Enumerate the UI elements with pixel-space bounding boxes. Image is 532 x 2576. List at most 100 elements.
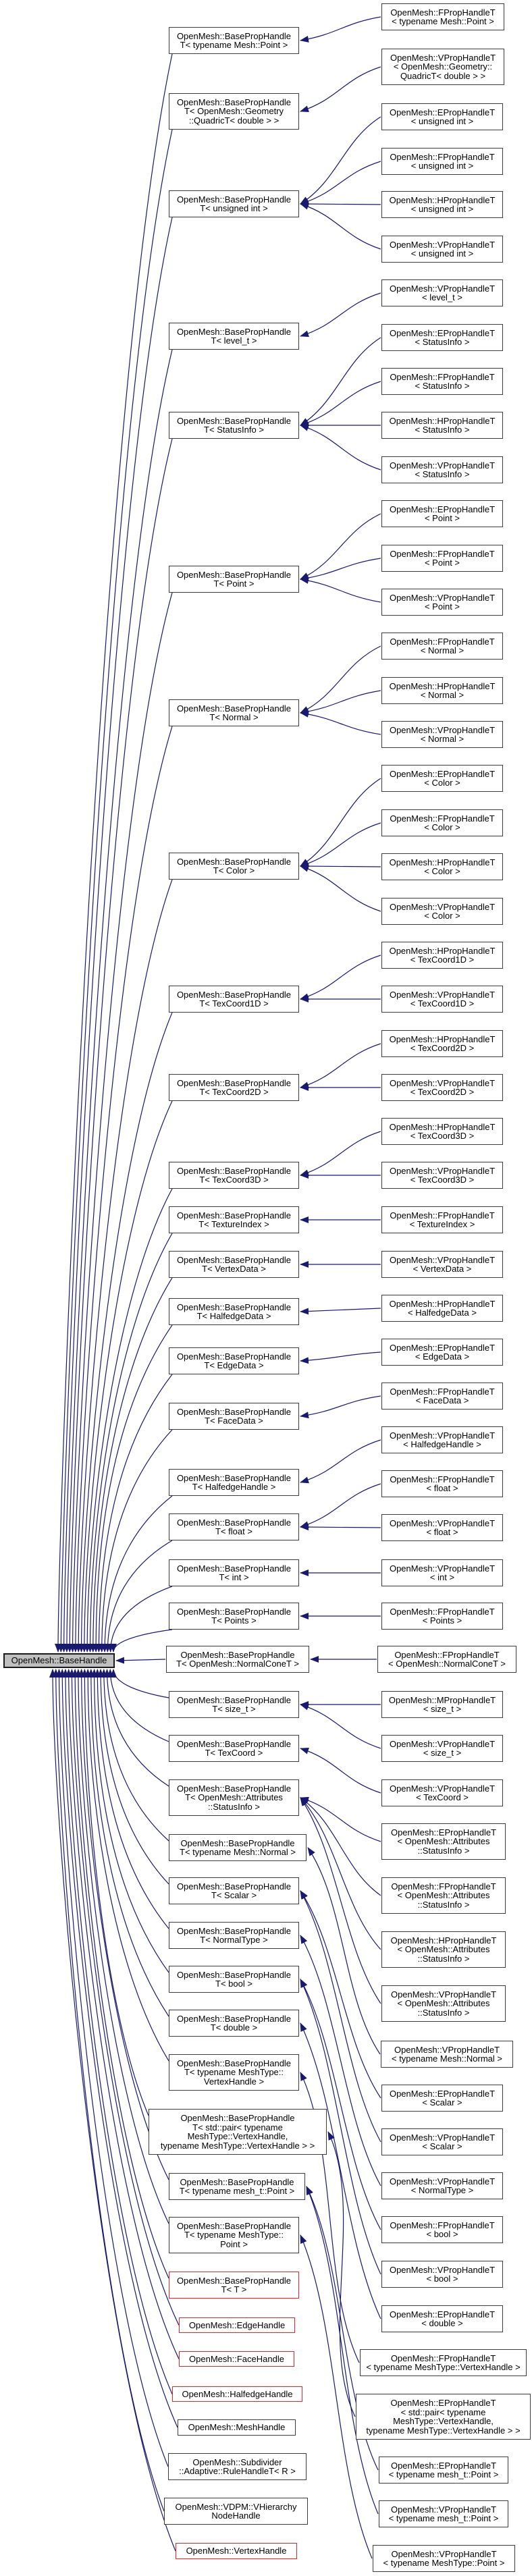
class-label-line: ::StatusInfo > [417, 1899, 470, 1910]
class-node[interactable]: OpenMesh::HalfedgeHandle [172, 2386, 302, 2402]
class-node[interactable]: OpenMesh::FPropHandleT< typename MeshTyp… [360, 2349, 527, 2376]
class-node[interactable]: OpenMesh::VPropHandleT< Point > [381, 589, 503, 616]
class-node[interactable]: OpenMesh::EPropHandleT< std::pair< typen… [356, 2394, 531, 2440]
class-node[interactable]: OpenMesh::EPropHandleT< StatusInfo > [381, 324, 503, 351]
class-node[interactable]: OpenMesh::VPropHandleT< VertexData > [381, 1251, 503, 1278]
class-node[interactable]: OpenMesh::HPropHandleT< Color > [381, 853, 503, 880]
class-node[interactable]: OpenMesh::VPropHandleT< OpenMesh::Geomet… [381, 49, 504, 85]
class-node[interactable]: OpenMesh::HPropHandleT< OpenMesh::Attrib… [381, 1931, 506, 1968]
class-node[interactable]: OpenMesh::Subdivider::Adaptive::RuleHand… [168, 2453, 307, 2480]
class-node[interactable]: OpenMesh::VPropHandleT< TexCoord3D > [381, 1162, 503, 1189]
class-node[interactable]: OpenMesh::VPropHandleT< int > [381, 1559, 503, 1586]
class-node[interactable]: OpenMesh::FPropHandleT< float > [381, 1470, 503, 1497]
class-node[interactable]: OpenMesh::VPropHandleT< bool > [381, 2261, 503, 2288]
class-node[interactable]: OpenMesh::FPropHandleT< Point > [381, 545, 503, 572]
class-node[interactable]: OpenMesh::HPropHandleT< TexCoord3D > [381, 1118, 503, 1145]
class-node[interactable]: OpenMesh::VPropHandleT< HalfedgeHandle > [381, 1426, 503, 1453]
class-node[interactable]: OpenMesh::FPropHandleT< bool > [381, 2216, 503, 2243]
class-node[interactable]: OpenMesh::FaceHandle [179, 2351, 294, 2367]
class-node[interactable]: OpenMesh::HPropHandleT< Normal > [381, 677, 503, 704]
class-node[interactable]: OpenMesh::VPropHandleT< Normal > [381, 721, 503, 748]
class-node[interactable]: OpenMesh::FPropHandleT< FaceData > [381, 1383, 503, 1410]
class-node[interactable]: OpenMesh::FPropHandleT< typename Mesh::P… [381, 3, 504, 30]
class-node[interactable]: OpenMesh::FPropHandleT< Points > [381, 1603, 503, 1630]
class-node[interactable]: OpenMesh::HPropHandleT< HalfedgeData > [381, 1295, 503, 1322]
class-node[interactable]: OpenMesh::VPropHandleT< typename Mesh::N… [381, 2041, 513, 2068]
class-node[interactable]: OpenMesh::VPropHandleT< TexCoord > [381, 1779, 503, 1806]
class-node[interactable]: OpenMesh::FPropHandleT< TextureIndex > [381, 1206, 503, 1233]
class-node[interactable]: OpenMesh::HPropHandleT< StatusInfo > [381, 412, 503, 439]
class-node[interactable]: OpenMesh::EPropHandleT< Color > [381, 765, 503, 792]
class-node[interactable]: OpenMesh::VPropHandleT< OpenMesh::Attrib… [381, 1985, 506, 2022]
class-node[interactable]: OpenMesh::EPropHandleT< double > [381, 2305, 503, 2332]
class-node[interactable]: OpenMesh::VPropHandleT< level_t > [381, 279, 503, 306]
class-node[interactable]: OpenMesh::FPropHandleT< OpenMesh::Attrib… [381, 1877, 506, 1914]
class-node[interactable]: OpenMesh::VPropHandleT< unsigned int > [381, 236, 503, 263]
class-node[interactable]: OpenMesh::FPropHandleT< OpenMesh::Normal… [377, 1646, 516, 1673]
class-node[interactable]: OpenMesh::EPropHandleT< typename mesh_t:… [379, 2457, 508, 2484]
class-node[interactable]: OpenMesh::EPropHandleT< EdgeData > [381, 1339, 503, 1366]
class-node[interactable]: OpenMesh::FPropHandleT< unsigned int > [381, 148, 503, 175]
class-node[interactable]: OpenMesh::FPropHandleT< StatusInfo > [381, 368, 503, 395]
class-node[interactable]: OpenMesh::MPropHandleT< size_t > [381, 1691, 503, 1718]
class-node[interactable]: OpenMesh::VPropHandleT< TexCoord1D > [381, 986, 503, 1013]
class-node[interactable]: OpenMesh::FPropHandleT< Color > [381, 809, 503, 836]
class-node[interactable]: OpenMesh::VPropHandleT< Color > [381, 898, 503, 925]
inheritance-edge [300, 16, 381, 43]
class-node[interactable]: OpenMesh::VPropHandleT< typename MeshTyp… [373, 2545, 515, 2572]
class-node[interactable]: OpenMesh::EPropHandleT< OpenMesh::Attrib… [381, 1823, 506, 1860]
class-node[interactable]: OpenMesh::HPropHandleT< unsigned int > [381, 191, 503, 218]
class-node[interactable]: OpenMesh::VPropHandleT< size_t > [381, 1735, 503, 1762]
class-node[interactable]: OpenMesh::VPropHandleT< float > [381, 1514, 503, 1541]
class-node[interactable]: OpenMesh::FPropHandleT< Normal > [381, 633, 503, 660]
class-node[interactable]: OpenMesh::MeshHandle [178, 2419, 296, 2436]
class-node[interactable]: OpenMesh::EPropHandleT< Scalar > [381, 2085, 503, 2112]
class-node[interactable]: OpenMesh::EPropHandleT< unsigned int > [381, 103, 503, 130]
class-node[interactable]: OpenMesh::HPropHandleT< TexCoord1D > [381, 942, 503, 969]
class-node[interactable]: OpenMesh::VPropHandleT< NormalType > [381, 2172, 503, 2199]
class-node[interactable]: OpenMesh::VPropHandleT< typename mesh_t:… [379, 2500, 508, 2527]
class-node[interactable]: OpenMesh::VertexHandle [176, 2543, 297, 2559]
class-node[interactable]: OpenMesh::HPropHandleT< TexCoord2D > [381, 1030, 503, 1057]
class-node[interactable]: OpenMesh::EdgeHandle [179, 2317, 295, 2333]
class-node[interactable]: OpenMesh::EPropHandleT< Point > [381, 500, 503, 527]
class-node[interactable]: OpenMesh::VPropHandleT< Scalar > [381, 2128, 503, 2155]
class-node[interactable]: OpenMesh::VPropHandleT< StatusInfo > [381, 456, 503, 483]
class-node[interactable]: OpenMesh::VPropHandleT< TexCoord2D > [381, 1074, 503, 1101]
